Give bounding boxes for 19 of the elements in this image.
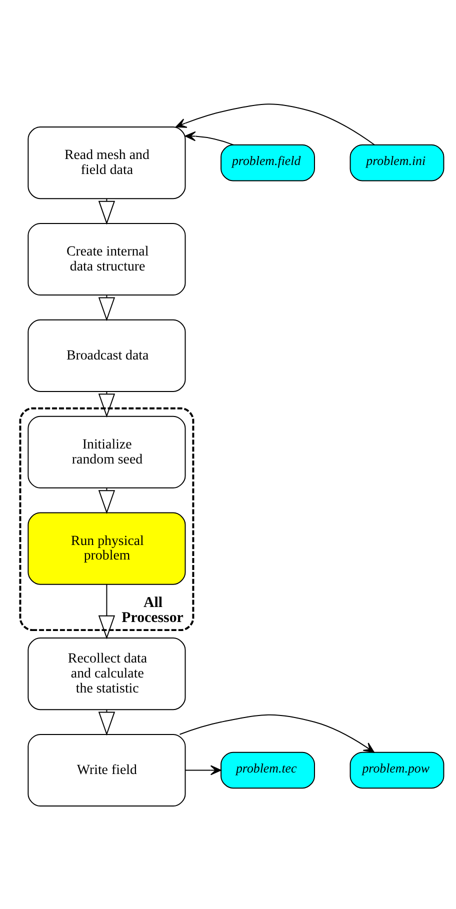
arrow (98, 708, 116, 736)
arrow (184, 764, 222, 775)
node-box: Write field (28, 733, 186, 806)
node-box: Broadcast data (28, 318, 186, 392)
node-box: Recollect data and calculate the statistic (28, 637, 186, 710)
arrow (98, 584, 116, 639)
node-box: problem.ini (350, 144, 444, 181)
node-box: problem.tec (220, 751, 315, 788)
arrow (98, 198, 116, 224)
node-box: problem.pow (350, 751, 444, 788)
arrow (176, 103, 376, 145)
node-box: Run physical problem (28, 512, 186, 584)
arrow (179, 714, 374, 752)
arrow (98, 294, 116, 321)
node-box: Read mesh and field data (28, 126, 186, 199)
node-box: Initialize random seed (28, 415, 186, 488)
arrow (184, 130, 234, 145)
node-box: problem.field (220, 144, 315, 181)
node-box: Create internal data structure (28, 222, 186, 296)
